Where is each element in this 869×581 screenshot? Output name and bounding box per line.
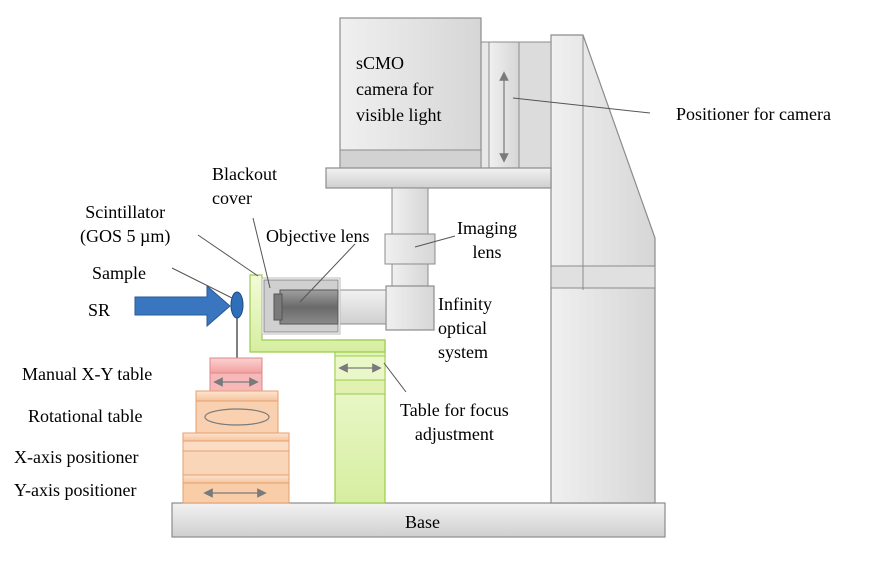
base-plate — [171, 502, 666, 538]
imaging-lens-label: Imaging lens — [457, 218, 517, 262]
scmos-camera — [325, 17, 552, 189]
optical-tube — [384, 187, 436, 331]
camera-label: sCMO camera for visible light — [356, 53, 442, 125]
rotational-table — [195, 390, 279, 434]
sr-label: SR — [88, 300, 111, 320]
manual-xy-label: Manual X-Y table — [22, 364, 153, 384]
positioner-camera-label: Positioner for camera — [676, 104, 831, 124]
x-axis-positioner — [182, 432, 290, 476]
scintillator-label: Scintillator (GOS 5 µm) — [80, 202, 171, 246]
focus-table-label: Table for focus adjustment — [400, 400, 509, 444]
infinity-tube — [339, 289, 387, 325]
camera-stand — [550, 34, 656, 504]
manual-xy-table — [209, 357, 263, 392]
sr-beam-arrow — [134, 284, 231, 328]
sample-holder — [230, 291, 244, 358]
base-label: Base — [405, 512, 440, 532]
infinity-optical-label: Infinity optical system — [438, 294, 492, 362]
camera-positioner — [480, 41, 552, 189]
objective-lens-label: Objective lens — [266, 226, 370, 246]
x-axis-label: X-axis positioner — [14, 447, 139, 467]
y-axis-label: Y-axis positioner — [14, 480, 137, 500]
sample-label: Sample — [92, 263, 146, 283]
y-axis-positioner — [182, 474, 290, 504]
leader-lines — [171, 97, 651, 393]
focus-table — [249, 274, 386, 504]
rotational-label: Rotational table — [28, 406, 143, 426]
blackout-cover-label: Blackout cover — [212, 164, 277, 208]
objective-lens — [273, 289, 339, 325]
